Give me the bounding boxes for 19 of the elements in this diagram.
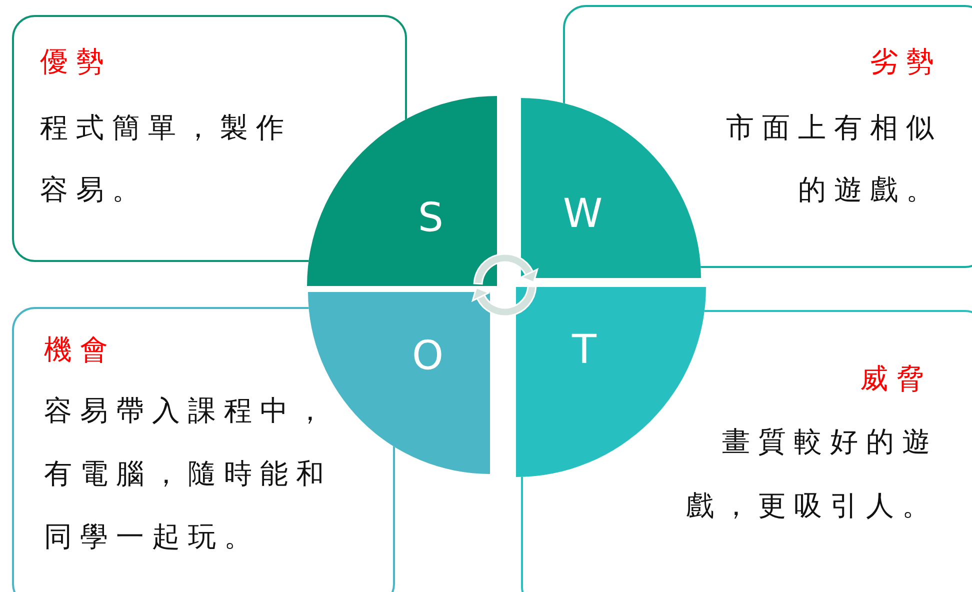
section-heading: 威脅 (860, 361, 932, 397)
quadrant-letter: O (412, 334, 444, 378)
quadrant-letter: S (418, 196, 444, 240)
card-body-text: 容易帶入課程中，有電腦，隨時能和同學一起玩。 (44, 393, 333, 555)
text-card (521, 310, 972, 592)
pie-quadrant (307, 96, 497, 286)
section-heading: 優勢 (40, 44, 112, 80)
pie-quadrant (521, 98, 701, 278)
text-card (12, 307, 395, 592)
card-body-text: 畫質較好的遊戲，更吸引人。 (685, 424, 938, 524)
quadrant-letter: W (563, 192, 603, 236)
quadrant-letter: T (572, 328, 596, 372)
text-card (563, 5, 972, 268)
section-heading: 機會 (44, 332, 116, 368)
card-body-text: 程式簡單，製作容易。 (40, 110, 293, 208)
section-heading: 劣勢 (870, 44, 942, 80)
pie-quadrant (516, 287, 706, 477)
card-body-text: 市面上有相似的遊戲。 (725, 110, 942, 208)
text-card (12, 15, 407, 262)
